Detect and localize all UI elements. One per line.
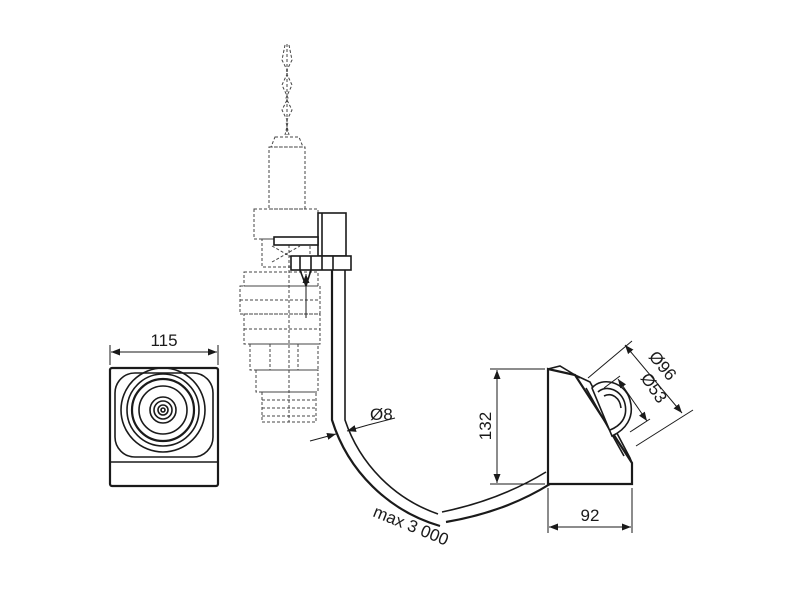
dimension-width-front: 115 xyxy=(109,331,219,365)
depth-label: 92 xyxy=(581,506,600,525)
side-view-button-housing xyxy=(546,365,634,486)
height-label: 132 xyxy=(476,412,495,440)
dimension-hose-diameter: Ø8 xyxy=(309,405,396,442)
flexible-hose xyxy=(330,270,551,528)
dimension-height: 132 xyxy=(476,368,545,485)
dimension-depth: 92 xyxy=(547,488,633,533)
hose-actuator-head xyxy=(273,212,352,318)
flush-valve-outline xyxy=(239,44,321,423)
hose-diameter-label: Ø8 xyxy=(370,405,393,424)
front-view-button-plate xyxy=(108,366,220,488)
width-front-label: 115 xyxy=(150,331,177,350)
